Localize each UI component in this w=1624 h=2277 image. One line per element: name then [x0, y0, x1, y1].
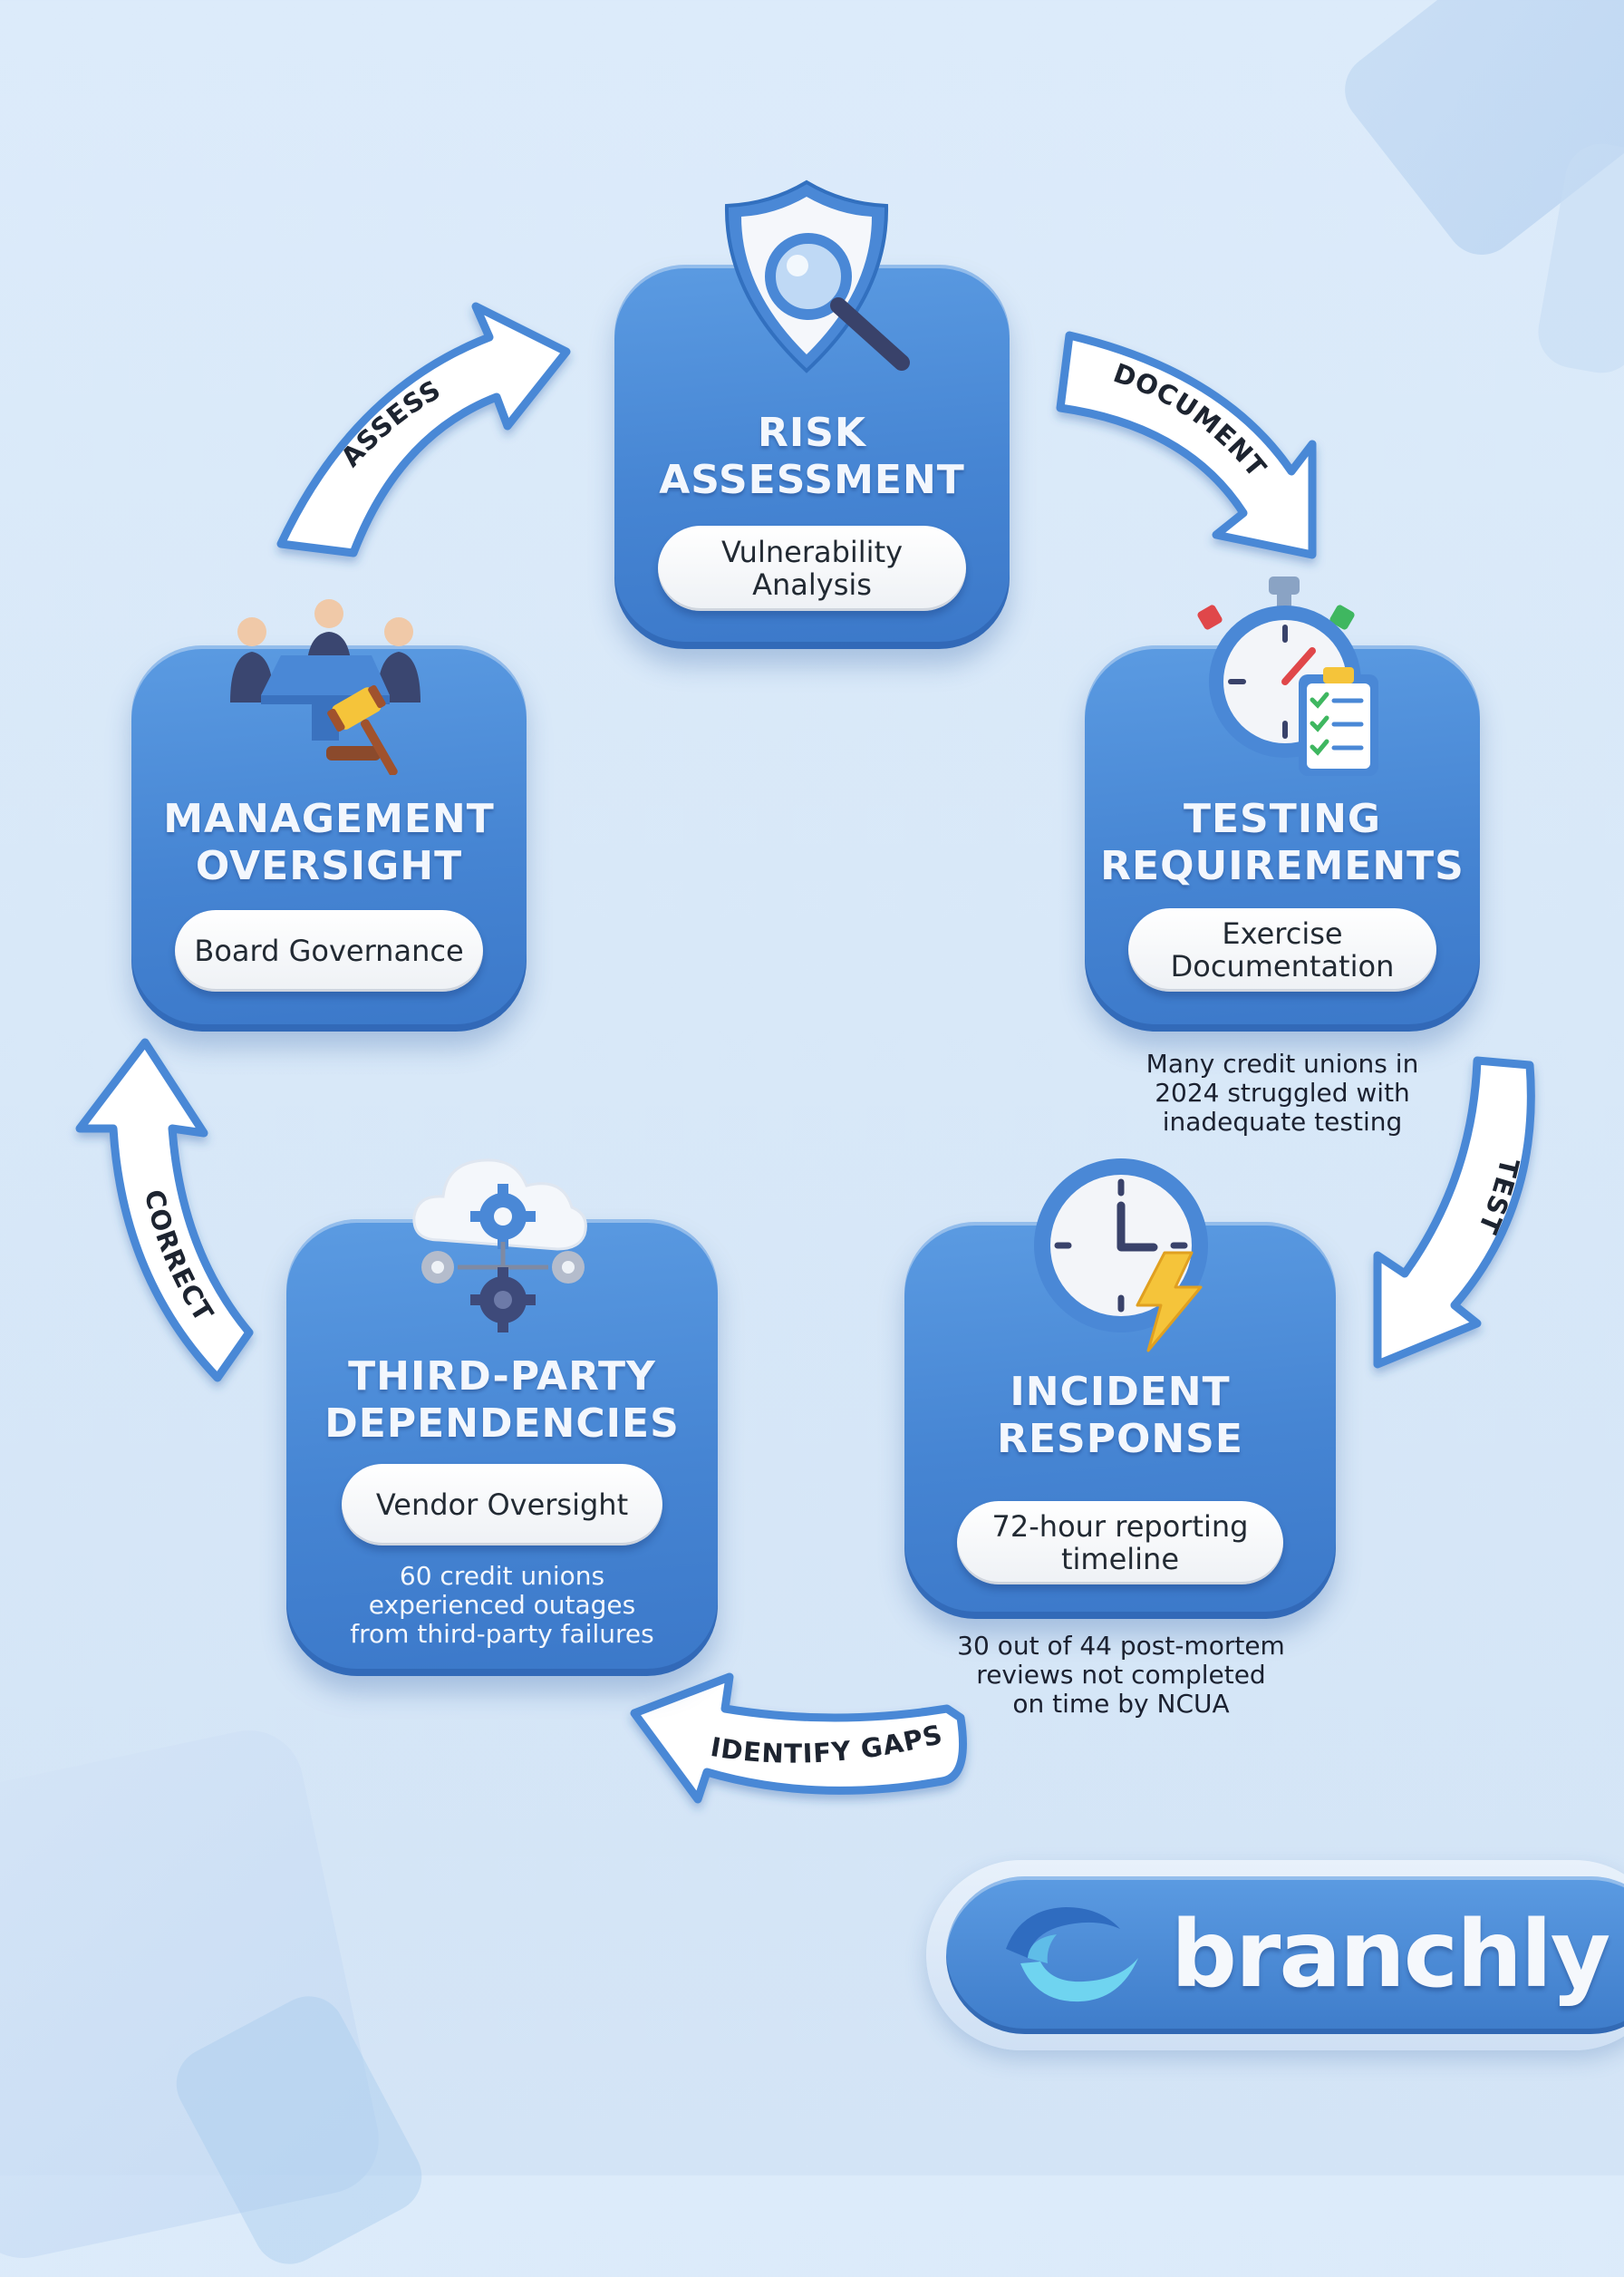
branchly-logo-icon — [1006, 1907, 1138, 2002]
management-oversight-title: MANAGEMENT OVERSIGHT — [163, 796, 495, 889]
clock-lightning-icon — [1034, 1158, 1208, 1352]
third-party-dependencies-subtitle: Vendor Oversight — [342, 1464, 662, 1545]
brand-logo-bar: branchly — [946, 1876, 1624, 2034]
risk-assessment-subtitle: Vulnerability Analysis — [658, 526, 966, 611]
document-arrow — [1056, 331, 1317, 559]
testing-requirements-subtitle: Exercise Documentation — [1128, 908, 1436, 992]
identify-gaps-arrow — [630, 1672, 967, 1804]
testing-requirements-note: Many credit unions in 2024 struggled wit… — [1146, 1049, 1419, 1137]
testing-requirements-title: TESTING REQUIREMENTS — [1100, 796, 1464, 889]
incident-response-title: INCIDENT RESPONSE — [997, 1369, 1243, 1462]
correct-arrow — [75, 1038, 254, 1382]
third-party-dependencies-note: 60 credit unions experienced outages fro… — [350, 1561, 654, 1649]
incident-response-subtitle: 72-hour reporting timeline — [957, 1501, 1283, 1584]
risk-assessment-title: RISK ASSESSMENT — [659, 410, 965, 503]
stopwatch-checklist-icon — [1197, 577, 1378, 776]
cycle-arrows: ASSESS DOCUMENT TEST IDENTIFY GAPS CORRE… — [75, 302, 1535, 1804]
third-party-dependencies-title: THIRD-PARTY DEPENDENCIES — [324, 1353, 680, 1447]
test-arrow — [1373, 1056, 1535, 1369]
assess-arrow — [276, 302, 571, 557]
boardroom-gavel-icon — [230, 599, 420, 775]
cloud-gears-icon — [412, 1158, 587, 1332]
incident-response-note: 30 out of 44 post-mortem reviews not com… — [957, 1631, 1285, 1719]
shield-magnifier-icon — [724, 179, 910, 373]
brand-name: branchly — [1171, 1901, 1610, 2009]
brand-logo-container: branchly — [926, 1860, 1624, 2050]
management-oversight-subtitle: Board Governance — [175, 910, 483, 992]
